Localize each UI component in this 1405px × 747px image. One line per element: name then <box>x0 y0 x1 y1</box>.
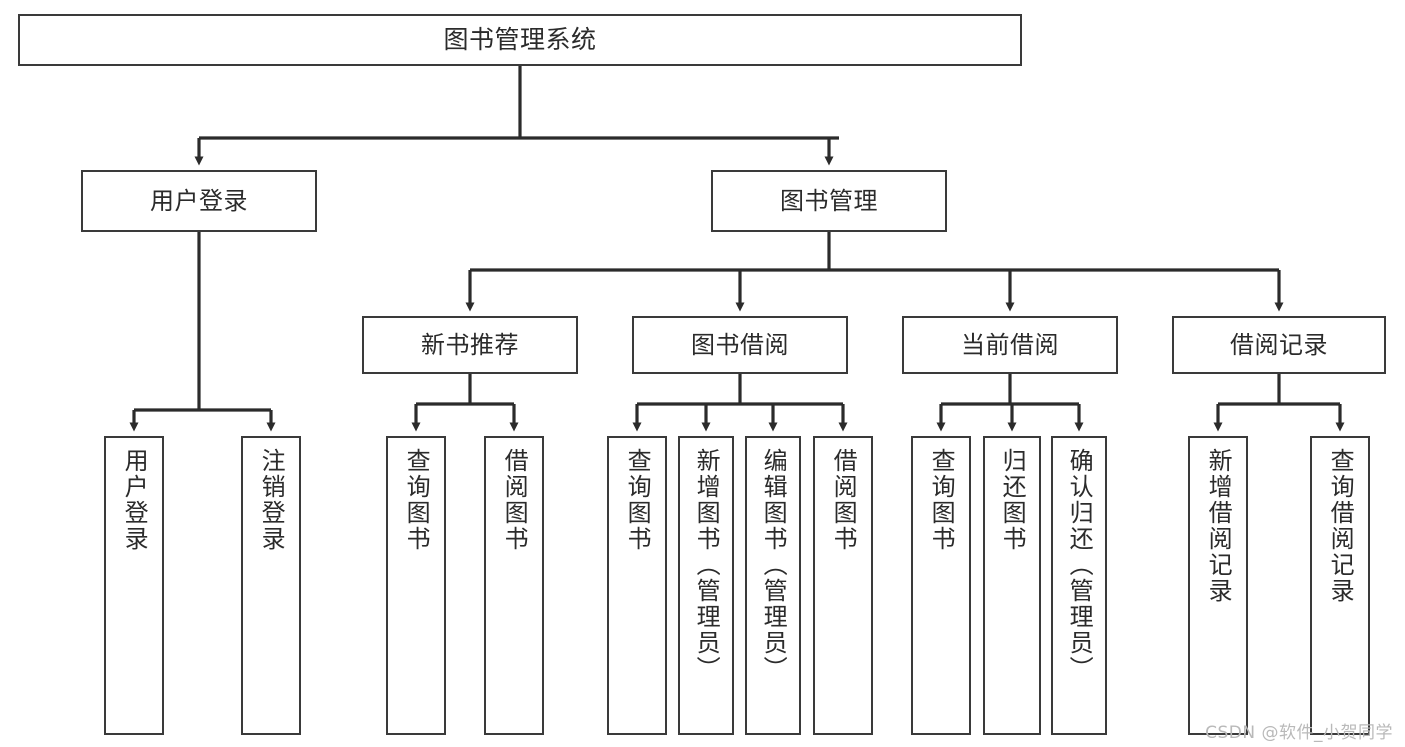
node-leaf-query-book-3[interactable]: 查询图书 <box>911 436 971 735</box>
node-leaf-query-book-1[interactable]: 查询图书 <box>386 436 446 735</box>
node-leaf-return-book[interactable]: 归还图书 <box>983 436 1041 735</box>
node-current-borrow-label: 当前借阅 <box>961 330 1059 359</box>
node-leaf-add-record[interactable]: 新增借阅记录 <box>1188 436 1248 735</box>
node-root[interactable]: 图书管理系统 <box>18 14 1022 66</box>
node-leaf-borrow-book-2-label: 借阅图书 <box>829 448 858 552</box>
node-leaf-user-login-label: 用户登录 <box>120 448 149 552</box>
node-leaf-edit-book-label: 编辑图书（管理员） <box>759 448 788 682</box>
node-leaf-logout[interactable]: 注销登录 <box>241 436 301 735</box>
node-borrow-record[interactable]: 借阅记录 <box>1172 316 1386 374</box>
node-leaf-borrow-book-1[interactable]: 借阅图书 <box>484 436 544 735</box>
node-leaf-add-book-label: 新增图书（管理员） <box>692 448 721 682</box>
node-book-manage-label: 图书管理 <box>780 186 878 215</box>
node-leaf-user-login[interactable]: 用户登录 <box>104 436 164 735</box>
node-leaf-borrow-book-1-label: 借阅图书 <box>500 448 529 552</box>
node-leaf-confirm-return[interactable]: 确认归还（管理员） <box>1051 436 1107 735</box>
node-root-label: 图书管理系统 <box>443 25 597 55</box>
node-book-manage[interactable]: 图书管理 <box>711 170 947 232</box>
node-leaf-query-book-2[interactable]: 查询图书 <box>607 436 667 735</box>
node-new-book-recommend-label: 新书推荐 <box>421 330 519 359</box>
node-leaf-confirm-return-label: 确认归还（管理员） <box>1065 448 1094 682</box>
node-leaf-query-record[interactable]: 查询借阅记录 <box>1310 436 1370 735</box>
node-leaf-logout-label: 注销登录 <box>257 448 286 552</box>
node-leaf-query-book-2-label: 查询图书 <box>623 448 652 552</box>
node-book-borrow-label: 图书借阅 <box>691 330 789 359</box>
node-leaf-query-record-label: 查询借阅记录 <box>1326 448 1355 604</box>
node-leaf-add-book[interactable]: 新增图书（管理员） <box>678 436 734 735</box>
watermark: CSDN @软件_小贺同学 <box>1205 723 1393 743</box>
node-leaf-add-record-label: 新增借阅记录 <box>1204 448 1233 604</box>
node-leaf-query-book-1-label: 查询图书 <box>402 448 431 552</box>
node-user-login[interactable]: 用户登录 <box>81 170 317 232</box>
node-leaf-borrow-book-2[interactable]: 借阅图书 <box>813 436 873 735</box>
node-current-borrow[interactable]: 当前借阅 <box>902 316 1118 374</box>
node-new-book-recommend[interactable]: 新书推荐 <box>362 316 578 374</box>
node-user-login-label: 用户登录 <box>150 186 248 215</box>
node-leaf-return-book-label: 归还图书 <box>998 448 1027 552</box>
node-leaf-query-book-3-label: 查询图书 <box>927 448 956 552</box>
node-leaf-edit-book[interactable]: 编辑图书（管理员） <box>745 436 801 735</box>
node-borrow-record-label: 借阅记录 <box>1230 330 1328 359</box>
node-book-borrow[interactable]: 图书借阅 <box>632 316 848 374</box>
